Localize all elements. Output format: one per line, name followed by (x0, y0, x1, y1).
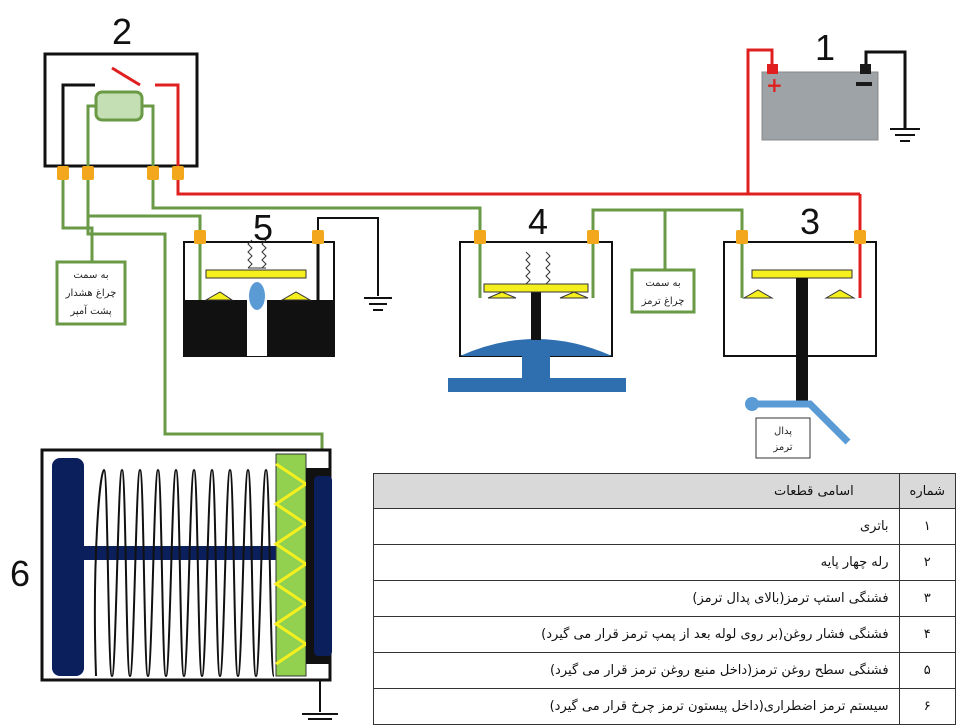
number-5: 5 (253, 207, 273, 248)
svg-text:چراغ ترمز: چراغ ترمز (641, 296, 685, 307)
number-2: 2 (112, 11, 132, 52)
emergency-brake-spring (40, 448, 338, 720)
svg-text:به سمت: به سمت (73, 270, 108, 281)
battery: + (761, 50, 920, 142)
relay (43, 52, 199, 180)
fluid-level-switch (183, 217, 392, 357)
battery-minus-sign (856, 82, 872, 86)
table-row: ۵ فشنگی سطح روغن ترمز(داخل منبع روغن ترم… (373, 652, 956, 689)
parts-table: شماره اسامی قطعات ۱ باتری ۲ رله چهار پای… (373, 473, 956, 725)
number-6: 6 (10, 553, 30, 594)
table-row: ۱ باتری (373, 508, 956, 545)
brake-pedal-label (755, 417, 811, 459)
number-4: 4 (528, 201, 548, 242)
svg-text:پدال: پدال (774, 426, 792, 437)
header-number: شماره (898, 473, 956, 509)
svg-text:به سمت: به سمت (645, 278, 680, 289)
oil-pressure-switch (448, 230, 626, 392)
table-header-row: شماره اسامی قطعات (373, 473, 956, 509)
brake-stop-switch: پدال ترمز (723, 230, 877, 459)
relay-coil (94, 90, 144, 122)
table-row: ۲ رله چهار پایه (373, 544, 956, 581)
number-3: 3 (800, 201, 820, 242)
svg-text:پشت آمپر: پشت آمپر (69, 304, 112, 317)
header-part-names: اسامی قطعات (373, 473, 900, 509)
battery-plus-sign: + (766, 73, 783, 97)
table-row: ۴ فشنگی فشار روغن(بر روی لوله بعد از پمپ… (373, 616, 956, 653)
signal-wire (61, 180, 744, 452)
svg-text:چراغ هشدار: چراغ هشدار (65, 288, 117, 299)
brake-lamp-label: به سمت چراغ ترمز (630, 268, 696, 314)
svg-text:ترمز: ترمز (772, 442, 792, 453)
number-1: 1 (815, 27, 835, 68)
table-row: ۳ فشنگی استپ ترمز(بالای پدال ترمز) (373, 580, 956, 617)
table-row: ۶ سیستم ترمز اضطراری(داخل پیستون ترمز چر… (373, 688, 956, 725)
warning-lamp-label: به سمت چراغ هشدار پشت آمپر (55, 260, 127, 326)
